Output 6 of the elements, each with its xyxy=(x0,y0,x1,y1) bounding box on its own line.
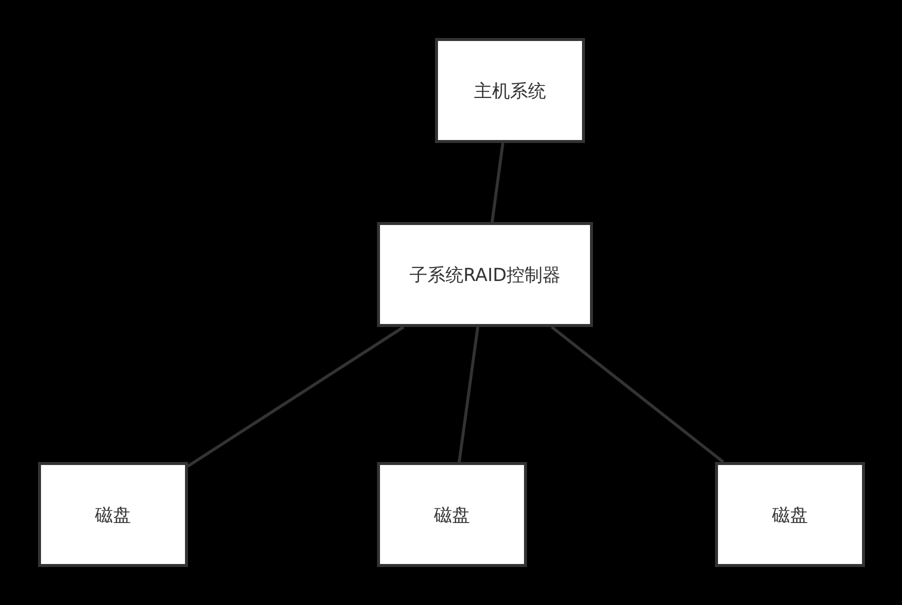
controller-box: 子系统RAID控制器 xyxy=(377,222,593,327)
connector-line xyxy=(550,326,724,464)
connector-line xyxy=(458,326,480,462)
connector-line xyxy=(187,326,404,468)
connector-line xyxy=(490,142,504,222)
host-box: 主机系统 xyxy=(435,38,585,143)
